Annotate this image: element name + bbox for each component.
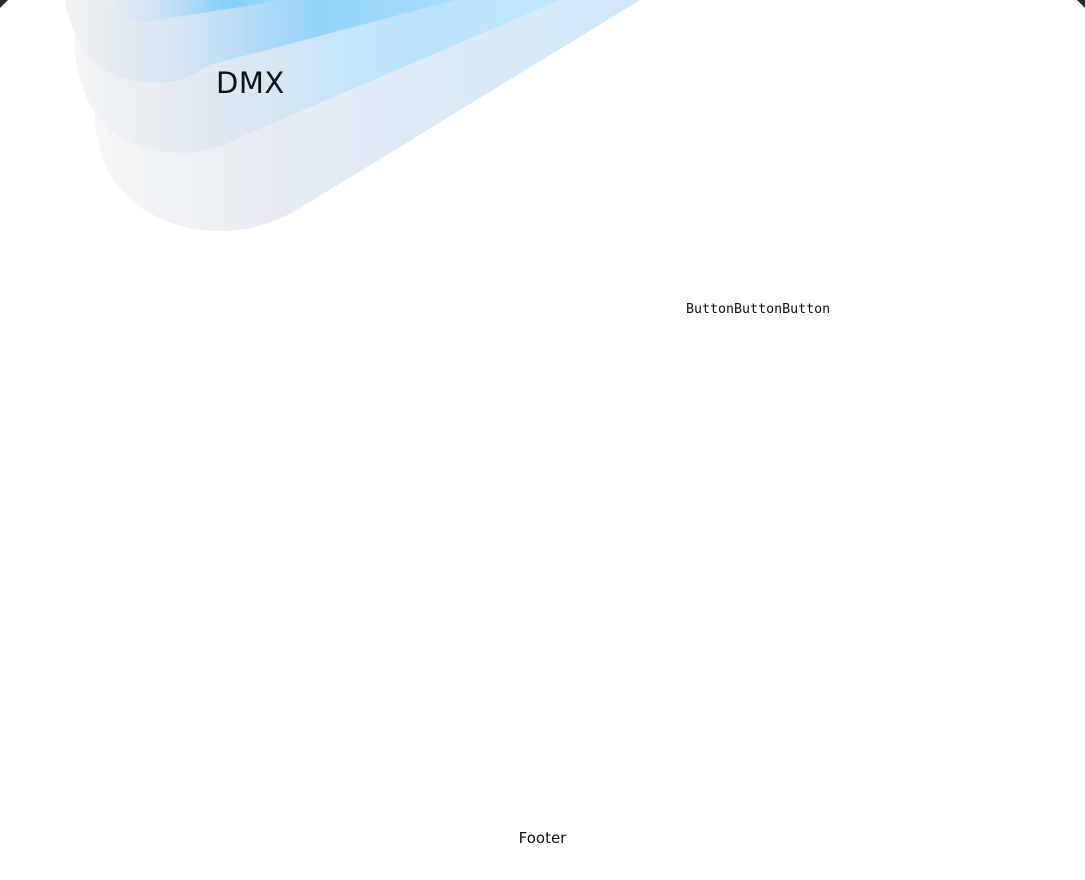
button-group: Button Button Button <box>686 301 830 319</box>
hero-decorative-waves <box>65 0 640 231</box>
window-corner-right <box>1077 0 1085 8</box>
footer: Footer <box>518 829 567 847</box>
button-3[interactable]: Button <box>782 302 831 317</box>
brand-logo-text[interactable]: DMX <box>216 66 285 100</box>
button-1[interactable]: Button <box>686 302 735 317</box>
window-corner-left <box>0 0 8 8</box>
button-2[interactable]: Button <box>734 302 783 317</box>
